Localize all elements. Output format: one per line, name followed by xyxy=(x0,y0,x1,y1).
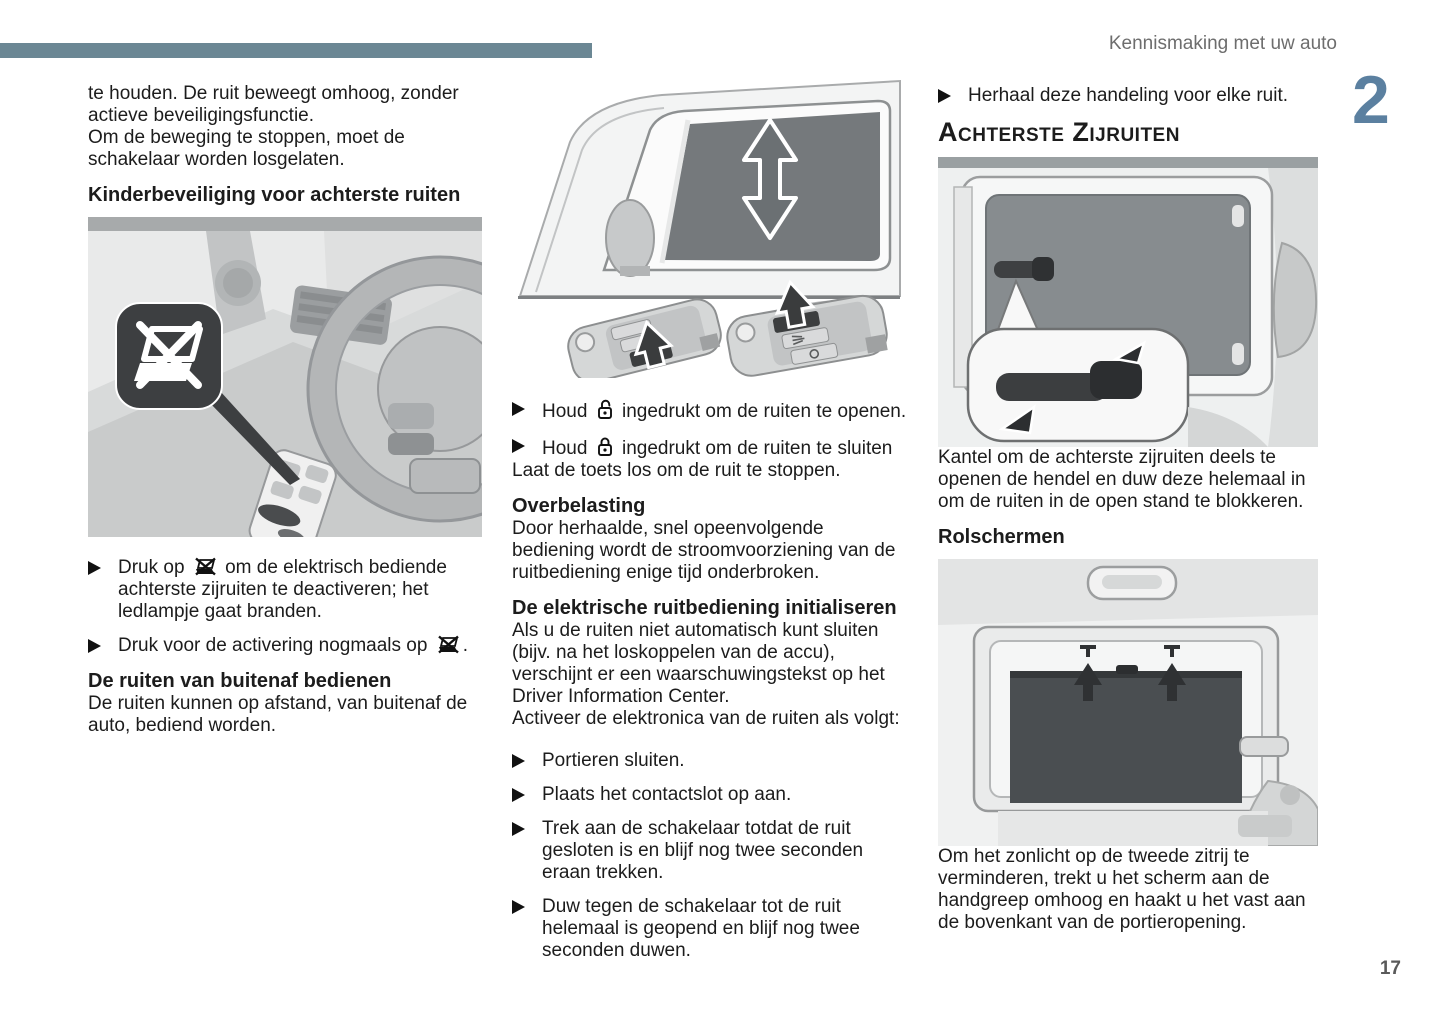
bullet-init-4-text: Duw tegen de schakelaar tot de ruit hele… xyxy=(542,896,860,961)
window-remote-illustration-svg xyxy=(512,70,908,378)
para-latch: Kantel om de achterste zijruiten deels t… xyxy=(938,447,1306,512)
door-panel-illustration-svg xyxy=(88,217,482,537)
bullet-deactivate-pre: Druk op xyxy=(118,557,185,578)
bullet-reactivate-post: . xyxy=(462,635,468,656)
window-disable-icon xyxy=(195,557,216,576)
heading-overload: Overbelasting xyxy=(512,495,646,517)
door-panel-illustration xyxy=(88,217,482,537)
bullet-triangle-icon xyxy=(512,900,525,914)
middle-column: Houd ingedrukt om de ruiten te openen. H… xyxy=(512,70,908,962)
rear-window-latch-illustration-svg xyxy=(938,157,1318,447)
bullet-triangle-icon xyxy=(88,561,101,575)
bullet-reactivate: Druk voor de activering nogmaals op . xyxy=(88,635,482,657)
chapter-number: 2 xyxy=(1352,62,1390,138)
window-disable-icon xyxy=(437,635,459,654)
roller-blind-illustration xyxy=(938,559,1332,846)
bullet-init-2: Plaats het contactslot op aan. xyxy=(512,784,908,806)
blind-up-arrow-1 xyxy=(1074,663,1102,701)
unlock-icon xyxy=(597,399,612,419)
press-arrow-2 xyxy=(774,279,816,329)
window-disable-callout-icon xyxy=(115,302,223,410)
bullet-triangle-icon xyxy=(512,788,525,802)
bullet-init-3: Trek aan de schakelaar totdat de ruit ge… xyxy=(512,818,908,884)
bullet-deactivate: Druk op om de elektrisch bediende achter… xyxy=(88,557,482,623)
heading-operate-outside: De ruiten van buitenaf bedienen xyxy=(88,670,392,692)
bullet-repeat: Herhaal deze handeling voor elke ruit. xyxy=(938,85,1332,107)
page-number: 17 xyxy=(1379,958,1401,979)
rear-window-latch-illustration xyxy=(938,157,1332,447)
bullet-init-4: Duw tegen de schakelaar tot de ruit hele… xyxy=(512,896,908,962)
bullet-triangle-icon xyxy=(512,754,525,768)
intro-paragraph-2: Om de beweging te stoppen, moet de schak… xyxy=(88,127,405,170)
bullet-init-3-text: Trek aan de schakelaar totdat de ruit ge… xyxy=(542,818,864,883)
para-operate-outside: De ruiten kunnen op afstand, van buitena… xyxy=(88,693,468,736)
para-initialise-2: Activeer de elektronica van de ruiten al… xyxy=(512,708,900,729)
right-column: Herhaal deze handeling voor elke ruit. A… xyxy=(938,85,1332,934)
running-header: Kennismaking met uw auto xyxy=(1108,33,1337,54)
bullet-triangle-icon xyxy=(512,822,525,836)
bullet-repeat-text: Herhaal deze handeling voor elke ruit. xyxy=(968,85,1289,106)
para-roller: Om het zonlicht op de tweede zitrij te v… xyxy=(938,846,1306,933)
window-up-down-arrow xyxy=(742,118,798,240)
press-arrow-1 xyxy=(633,319,674,370)
window-remote-illustration xyxy=(512,70,908,378)
bullet-open-pre: Houd xyxy=(542,401,588,422)
lock-icon xyxy=(597,437,612,456)
roller-blind-illustration-svg xyxy=(938,559,1318,846)
para-release-button: Laat de toets los om de ruit te stoppen. xyxy=(512,460,841,481)
bullet-open-windows: Houd ingedrukt om de ruiten te openen. xyxy=(512,398,908,423)
bullet-init-1-text: Portieren sluiten. xyxy=(542,750,685,771)
heading-initialise: De elektrische ruitbediening initialiser… xyxy=(512,597,897,619)
bullet-close-pre: Houd xyxy=(542,438,588,459)
intro-paragraph-1: te houden. De ruit beweegt omhoog, zonde… xyxy=(88,83,459,126)
bullet-triangle-icon xyxy=(88,639,101,653)
bullet-init-2-text: Plaats het contactslot op aan. xyxy=(542,784,792,805)
heading-roller-blinds: Rolschermen xyxy=(938,526,1065,548)
bullet-reactivate-pre: Druk voor de activering nogmaals op xyxy=(118,635,428,656)
para-overload: Door herhaalde, snel opeenvolgende bedie… xyxy=(512,518,896,583)
bullet-init-1: Portieren sluiten. xyxy=(512,750,908,772)
accent-bar xyxy=(0,43,592,58)
bullet-close-post: ingedrukt om de ruiten te sluiten xyxy=(621,438,893,459)
bullet-deactivate-post: om de elektrisch bediende achterste zijr… xyxy=(118,557,447,622)
bullet-triangle-icon xyxy=(938,89,951,103)
heading-rear-side-windows: Achterste Zijruiten xyxy=(938,117,1180,147)
heading-child-lock: Kinderbeveiliging voor achterste ruiten xyxy=(88,184,461,206)
blind-up-arrow-2 xyxy=(1158,663,1186,701)
left-column: te houden. De ruit beweegt omhoog, zonde… xyxy=(88,83,482,737)
bullet-triangle-icon xyxy=(512,402,525,416)
para-initialise-1: Als u de ruiten niet automatisch kunt sl… xyxy=(512,620,885,707)
bullet-triangle-icon xyxy=(512,439,525,453)
bullet-close-windows: Houd ingedrukt om de ruiten te sluiten xyxy=(512,435,908,460)
bullet-open-post: ingedrukt om de ruiten te openen. xyxy=(621,401,907,422)
